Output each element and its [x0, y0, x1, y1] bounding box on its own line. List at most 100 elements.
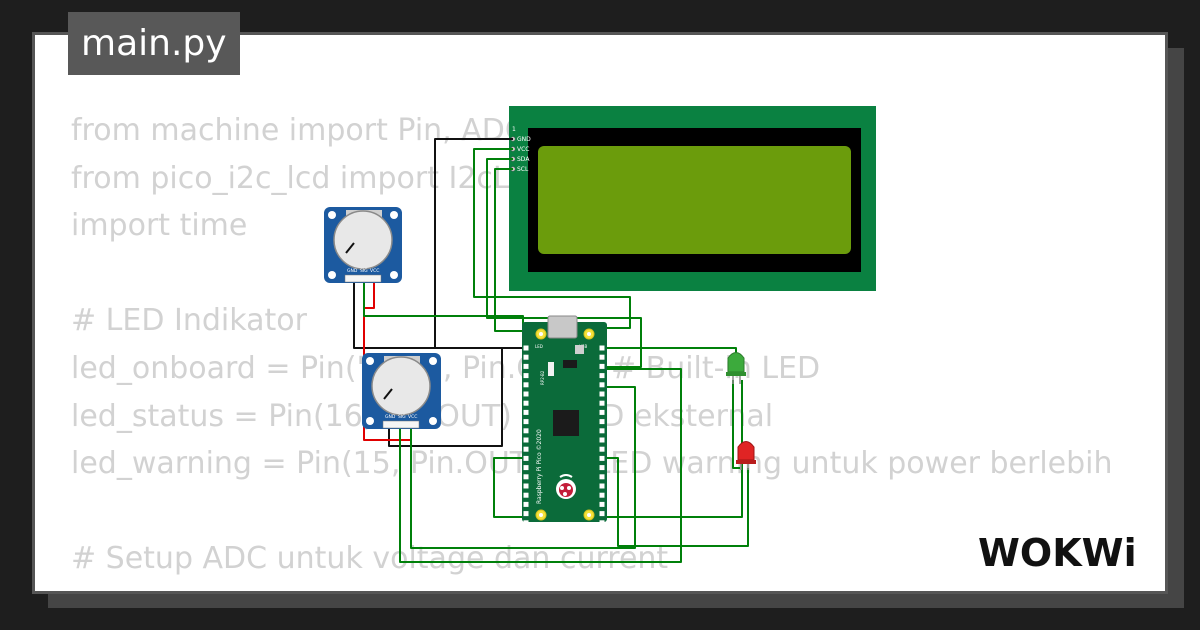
wokwi-logo[interactable]: WOKWi — [974, 522, 1154, 582]
pico-pin[interactable] — [599, 354, 605, 360]
raspberry-pi-pico[interactable]: LED USB RP2-B2 Raspberry Pi Pico ©2020 — [522, 315, 607, 526]
pico-pin[interactable] — [523, 455, 529, 461]
pico-pin[interactable] — [523, 492, 529, 498]
pot1-label-sig: SIG — [360, 268, 368, 274]
wire-lcd-scl[interactable] — [494, 168, 523, 332]
pico-mount-hole-center — [587, 513, 591, 517]
lcd-pin-label-scl: SCL — [517, 166, 529, 173]
pot2-mount-hole — [429, 417, 437, 425]
pico-pin[interactable] — [599, 419, 605, 425]
pico-pin[interactable] — [523, 465, 529, 471]
pico-bootsel-button[interactable] — [575, 345, 584, 354]
lcd-pin-label-gnd: GND — [517, 136, 531, 143]
pico-pin[interactable] — [599, 391, 605, 397]
wire-led-red-gnd[interactable] — [732, 380, 740, 469]
pico-pin[interactable] — [523, 354, 529, 360]
wire-pot2-aux[interactable] — [410, 386, 636, 549]
pico-pin[interactable] — [599, 501, 605, 507]
wire-pot1-sig[interactable] — [363, 281, 524, 338]
pico-mount-hole-center — [587, 332, 591, 336]
pot1-mount-hole — [390, 271, 398, 279]
pico-pin[interactable] — [599, 446, 605, 452]
pico-pin[interactable] — [523, 520, 529, 526]
pico-pin[interactable] — [599, 474, 605, 480]
pot1-label-gnd: GND — [347, 268, 358, 274]
pico-pin[interactable] — [523, 391, 529, 397]
lcd-screen — [538, 146, 851, 254]
pot2-knob-indicator — [383, 388, 393, 400]
pico-pin[interactable] — [523, 501, 529, 507]
pico-pin[interactable] — [523, 511, 529, 517]
pico-pin[interactable] — [599, 520, 605, 526]
pot2-label-vcc: VCC — [408, 414, 417, 420]
pico-pin[interactable] — [599, 400, 605, 406]
pot2-mount-hole — [429, 357, 437, 365]
pot2-mount-hole — [366, 417, 374, 425]
pot1-knob-indicator — [345, 242, 355, 254]
pico-pin[interactable] — [523, 419, 529, 425]
lcd-pin-header: GND VCC SDA SCL — [510, 136, 531, 173]
pico-pin[interactable] — [599, 373, 605, 379]
pico-pin[interactable] — [523, 363, 529, 369]
wokwi-logo-text: WOKWi — [978, 531, 1137, 575]
wire-led-red[interactable] — [606, 457, 749, 547]
wire-lcd-vcc[interactable] — [473, 148, 631, 329]
wire-led-green-gnd[interactable] — [493, 380, 743, 518]
pot1-pin-header — [344, 274, 382, 283]
wire-lcd-gnd[interactable] — [434, 138, 523, 349]
pico-usb-port[interactable] — [547, 315, 578, 339]
pico-pin[interactable] — [523, 483, 529, 489]
code-line-5: # LED Indikator — [71, 303, 307, 339]
pot2-pin-header — [382, 420, 420, 429]
pico-pin[interactable] — [599, 437, 605, 443]
led-green-rim — [726, 372, 746, 376]
pico-pin[interactable] — [523, 400, 529, 406]
potentiometer-1[interactable]: GND SIG VCC — [324, 207, 402, 283]
lcd-display[interactable]: 1 GND VCC SDA SCL — [509, 106, 876, 291]
pico-pin[interactable] — [523, 345, 529, 351]
pico-pin[interactable] — [523, 373, 529, 379]
pico-pin[interactable] — [523, 428, 529, 434]
pico-led — [548, 362, 554, 376]
pot1-label-vcc: VCC — [370, 268, 379, 274]
pico-pin[interactable] — [599, 465, 605, 471]
wire-pot1-gnd[interactable] — [353, 281, 435, 349]
file-tab[interactable]: main.py — [68, 12, 240, 75]
led-red[interactable] — [736, 441, 756, 471]
pico-pin[interactable] — [523, 474, 529, 480]
wire-pot2-sig[interactable] — [399, 368, 682, 563]
pot1-mount-hole — [328, 271, 336, 279]
pot1-knob[interactable] — [333, 210, 393, 270]
pico-pin[interactable] — [599, 492, 605, 498]
pico-pin[interactable] — [599, 345, 605, 351]
pico-pin[interactable] — [599, 511, 605, 517]
potentiometer-2[interactable]: GND SIG VCC — [362, 353, 441, 429]
pico-pin[interactable] — [599, 428, 605, 434]
led-red-rim — [736, 460, 756, 464]
pico-mount-hole-center — [539, 332, 543, 336]
pico-chip-small — [563, 360, 577, 368]
pico-pin[interactable] — [599, 363, 605, 369]
wires — [353, 138, 749, 563]
pot2-knob[interactable] — [371, 356, 431, 416]
led-green-body — [727, 352, 745, 373]
pot2-mount-hole — [366, 357, 374, 365]
pico-pin[interactable] — [599, 382, 605, 388]
pico-pins-left — [523, 345, 529, 526]
pico-pin[interactable] — [599, 455, 605, 461]
pico-pin[interactable] — [523, 437, 529, 443]
wire-pot2-gnd[interactable] — [388, 348, 503, 447]
pico-led-label: LED — [535, 344, 543, 349]
pico-pin[interactable] — [599, 409, 605, 415]
pot1-mount-hole — [390, 211, 398, 219]
pico-pin[interactable] — [523, 382, 529, 388]
pot2-label-gnd: GND — [385, 414, 396, 420]
wire-led-green[interactable] — [606, 347, 737, 362]
pico-rp2040-chip — [553, 410, 579, 436]
pico-pin[interactable] — [599, 483, 605, 489]
code-line-3: import time — [71, 208, 248, 244]
led-green[interactable] — [726, 352, 746, 385]
pico-pin[interactable] — [523, 409, 529, 415]
pico-pin[interactable] — [523, 446, 529, 452]
pico-board-label: Raspberry Pi Pico ©2020 — [536, 429, 543, 504]
